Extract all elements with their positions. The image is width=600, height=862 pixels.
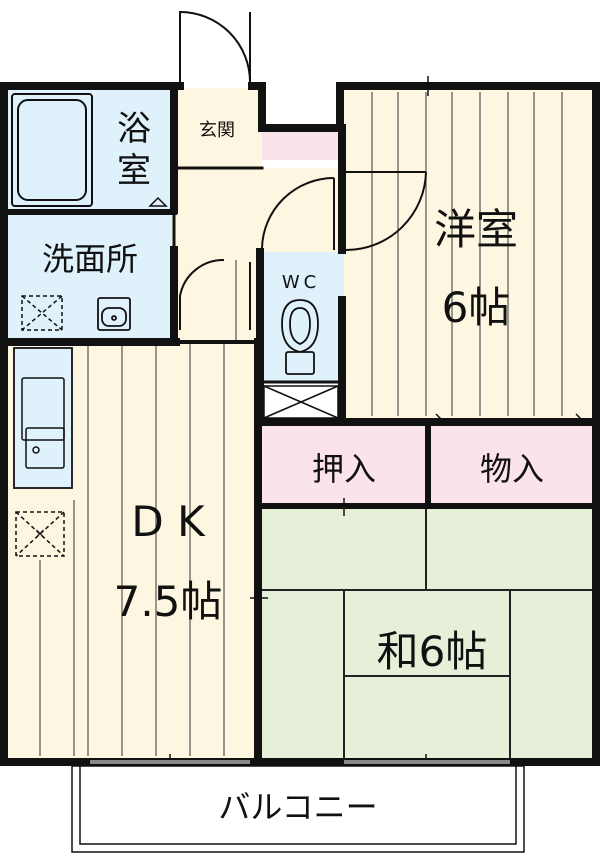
bath-drain-icon [148, 196, 168, 207]
bath-floor [8, 88, 172, 212]
sink-icon [97, 297, 131, 331]
oshiire-floor [262, 424, 426, 504]
dk-label-2: 7.5帖 [114, 577, 223, 626]
entrance-door [179, 10, 251, 86]
doors [172, 10, 427, 330]
balcony-outline [71, 765, 525, 853]
tatami-lines [262, 508, 592, 758]
toilet-icon [281, 299, 319, 375]
entrance-label: 玄関 [199, 120, 235, 141]
wc-storage-cross [263, 385, 339, 419]
toilet-label: WC [282, 272, 320, 293]
japanese-room-label: 和6帖 [377, 627, 488, 676]
refrigerator-mark: × [34, 526, 46, 542]
bathtub-icon [11, 93, 93, 207]
entrance-floor [172, 88, 262, 168]
kitchen-sink-icon [21, 377, 65, 469]
western-room-floor [344, 88, 592, 420]
western-room-label-2: 6帖 [442, 283, 511, 332]
sliding-marks [90, 76, 585, 770]
western-room-grain [371, 92, 563, 416]
washroom-label: 洗面所 [42, 240, 138, 278]
bath-label-1: 浴 [117, 109, 151, 149]
washroom-floor [8, 212, 172, 340]
bath-label-2: 室 [117, 151, 151, 191]
walls [0, 82, 600, 766]
monoire-label: 物入 [480, 450, 544, 488]
balcony-label: バルコニー [218, 788, 377, 826]
dk-label-1: D K [131, 497, 206, 546]
oshiire-label: 押入 [312, 450, 376, 488]
washing-machine-icon [21, 295, 63, 331]
kitchen-counter [13, 347, 73, 489]
wc-floor [262, 252, 344, 382]
dk-grain [39, 344, 225, 756]
monoire-floor [430, 424, 592, 504]
entrance-pink-strip [262, 130, 344, 160]
refrigerator-icon [15, 511, 65, 557]
western-room-label-1: 洋室 [434, 205, 518, 254]
